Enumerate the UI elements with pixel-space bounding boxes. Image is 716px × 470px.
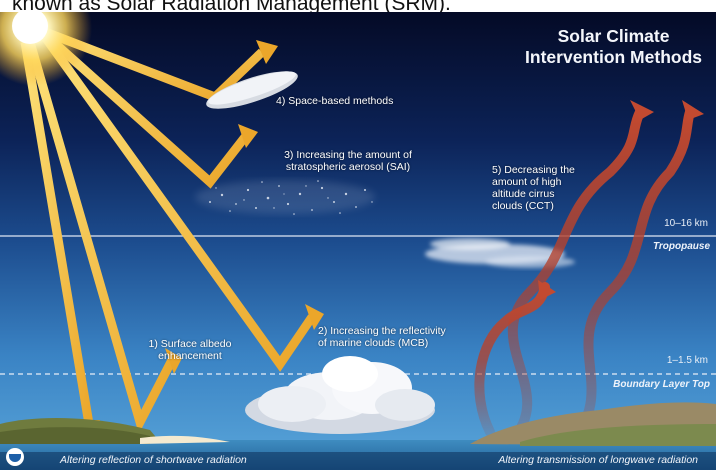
boundary-altitude: 1–1.5 km <box>666 355 708 366</box>
label-cct-line-2: amount of high <box>492 176 562 188</box>
solar-climate-diagram: Solar Climate Intervention Methods 4) Sp… <box>0 12 716 470</box>
diagram-canvas <box>0 12 716 470</box>
marine-cloud <box>245 356 435 434</box>
noaa-logo <box>6 448 24 466</box>
label-space-based: 4) Space-based methods <box>276 95 394 107</box>
label-cct-line-3: altitude cirrus <box>492 188 555 200</box>
tropopause-label: Tropopause <box>652 241 710 252</box>
space-reflector <box>206 71 298 109</box>
label-cct-line-4: clouds (CCT) <box>492 200 554 212</box>
label-albedo-line-1: 1) Surface albedo <box>148 338 232 350</box>
tropopause-altitude: 10–16 km <box>664 218 708 229</box>
label-sai-line-2: stratospheric aerosol (SAI) <box>285 161 411 173</box>
longwave-arrowheads <box>538 100 704 300</box>
sun-core <box>12 12 48 44</box>
cirrus-cloud <box>425 238 575 268</box>
shortwave-caption: Altering reflection of shortwave radiati… <box>60 454 247 466</box>
title-line-2: Intervention Methods <box>525 47 702 67</box>
label-albedo-line-2: enhancement <box>158 350 222 362</box>
bottom-band <box>0 452 716 470</box>
label-sai: 3) Increasing the amount of stratospheri… <box>258 149 438 173</box>
label-cct-line-1: 5) Decreasing the <box>492 164 575 176</box>
label-sai-line-1: 3) Increasing the amount of <box>284 149 412 161</box>
boundary-layer-label: Boundary Layer Top <box>613 379 710 390</box>
aerosol-cloud <box>195 180 375 215</box>
longwave-caption: Altering transmission of longwave radiat… <box>498 454 698 466</box>
label-mcb: 2) Increasing the reflectivity of marine… <box>318 325 446 349</box>
label-mcb-line-2: of marine clouds (MCB) <box>318 337 429 349</box>
title-line-1: Solar Climate <box>557 26 670 46</box>
label-cct: 5) Decreasing the amount of high altitud… <box>492 164 575 212</box>
caption-text: known as Solar Radiation Management (SRM… <box>12 0 451 15</box>
diagram-title: Solar Climate Intervention Methods <box>525 26 702 68</box>
label-albedo: 1) Surface albedo enhancement <box>140 338 240 362</box>
label-mcb-line-1: 2) Increasing the reflectivity <box>318 325 446 337</box>
beach <box>140 435 230 444</box>
shortwave-arrows <box>20 25 316 435</box>
longwave-arrows <box>474 107 695 447</box>
